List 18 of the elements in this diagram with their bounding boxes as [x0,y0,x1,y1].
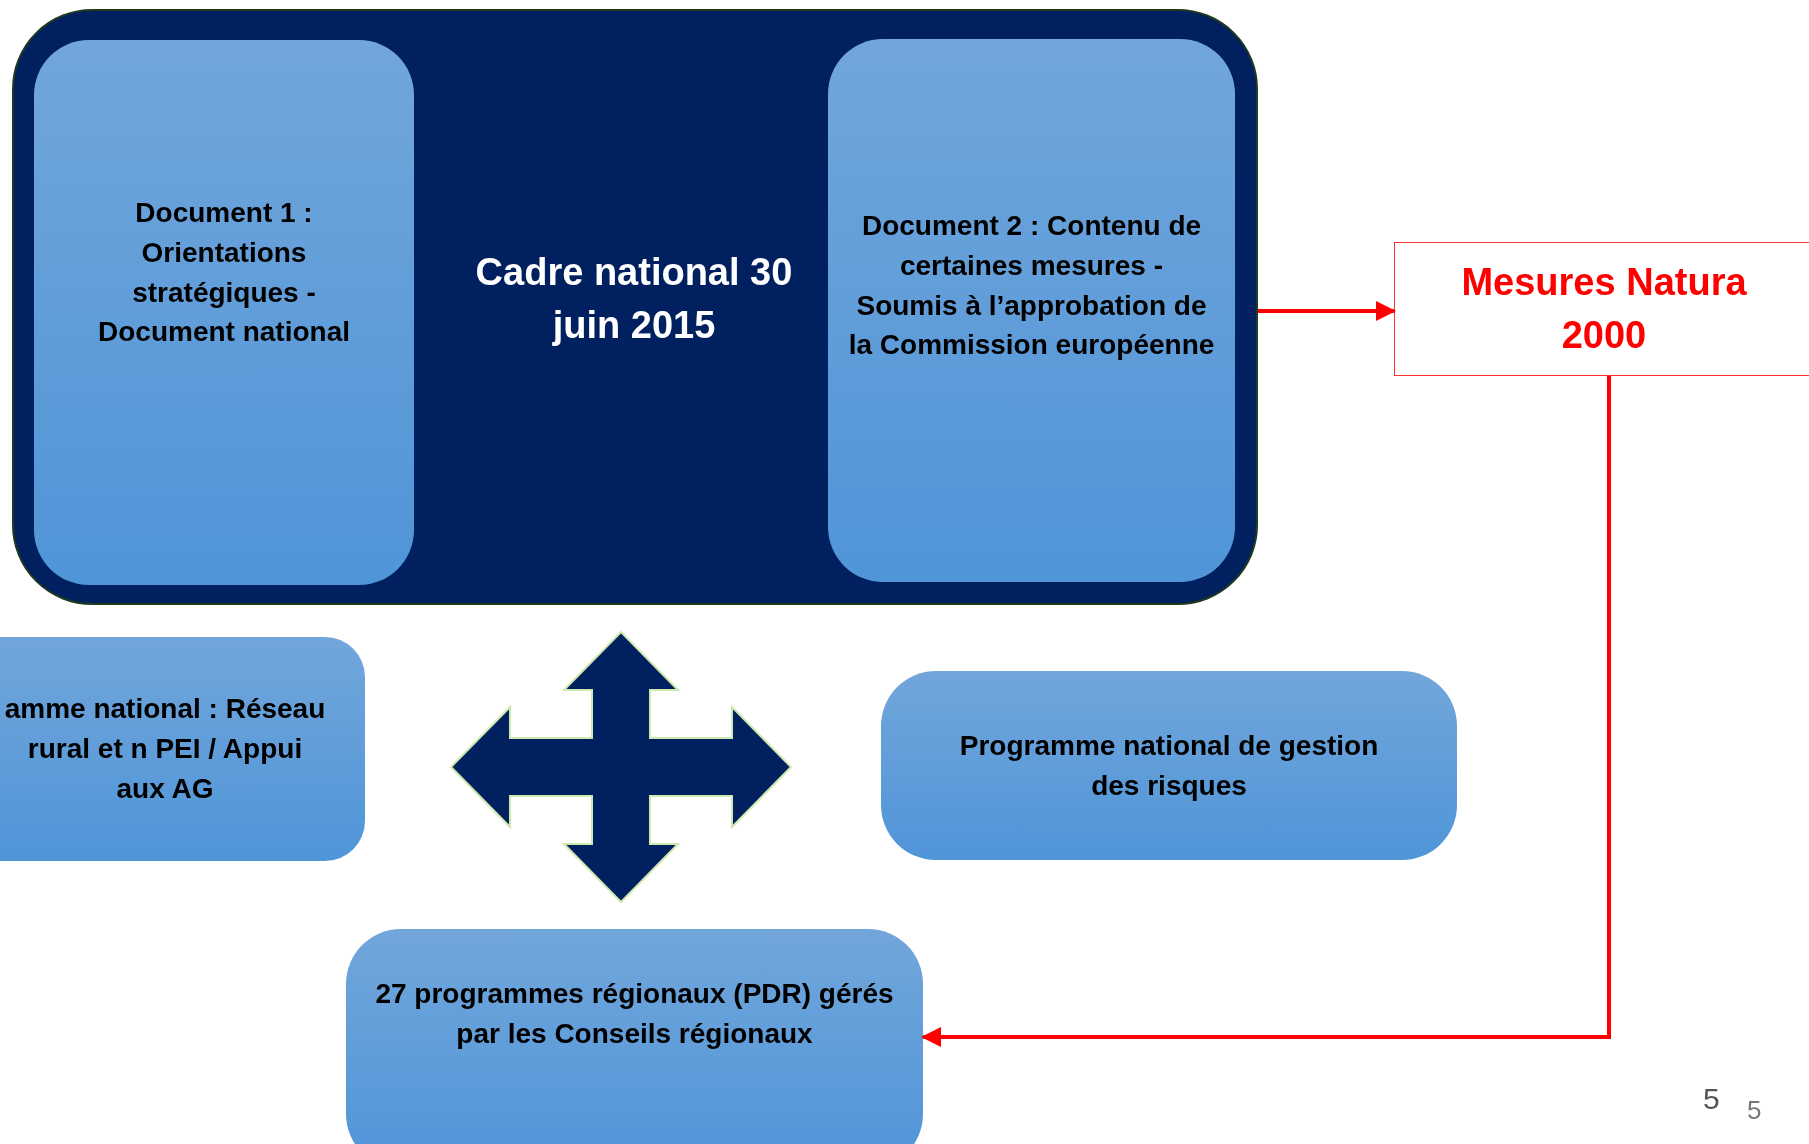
highlight-box [1394,242,1809,376]
box-text: Document 1 : Orientations stratégiques - Document national [97,196,351,350]
arrow [921,376,1611,1047]
box-text: Mesures Natura 2000 [1460,259,1748,358]
document-box [34,40,414,585]
box-text: Document 2 : Contenu de certaines mesures - Soumis à l’approbation de la Commission européenne [848,209,1215,363]
box-text: Programme national de gestion des risques [959,728,1379,803]
page-number: 5 [1747,1095,1762,1126]
box-text: 27 programmes régionaux (PDR) gérés par les Conseils régionaux [374,977,895,1051]
arrow [1258,301,1396,321]
page-number: 5 [1703,1082,1720,1116]
box-text: amme national : Réseau rural et n PEI / Appui aux AG [3,692,327,806]
document-box [828,39,1235,582]
document-box [346,929,923,1144]
framework-panel [12,9,1258,605]
box-text: Cadre national 30 juin 2015 [474,250,794,349]
document-box [881,671,1457,860]
document-box [0,637,365,861]
